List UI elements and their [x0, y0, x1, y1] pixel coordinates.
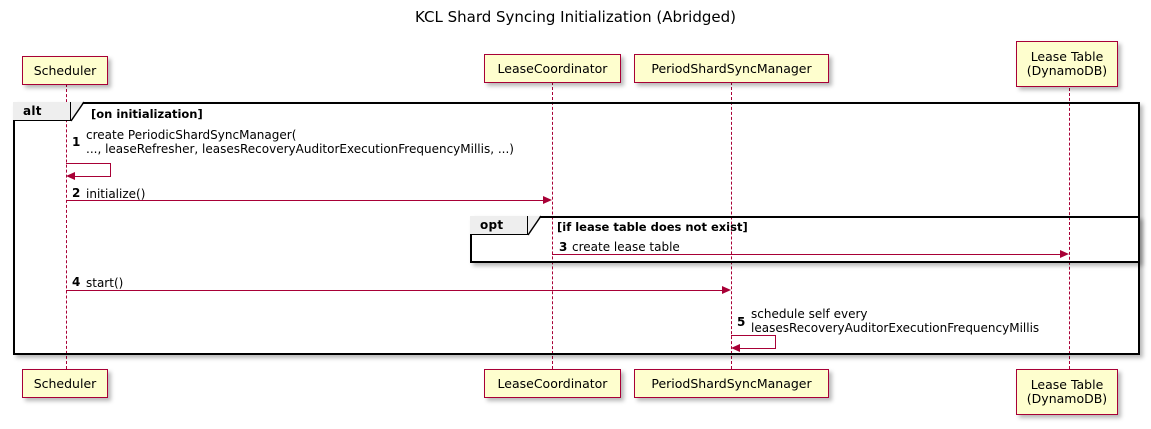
message-1-self-top	[66, 163, 111, 164]
participant-lease-coordinator-top[interactable]: LeaseCoordinator	[484, 54, 621, 83]
fragment-opt-condition: [if lease table does not exist]	[557, 220, 748, 234]
lifeline-psync	[731, 82, 732, 369]
lifeline-lease-coord	[552, 82, 553, 369]
fragment-alt-keyword: alt	[23, 104, 42, 118]
message-1-self-right	[110, 163, 111, 177]
fragment-opt	[470, 216, 1140, 263]
message-5-self-right	[775, 335, 776, 349]
participant-period-shard-sync-manager-bottom[interactable]: PeriodShardSyncManager	[634, 369, 829, 398]
participant-lease-table-bottom[interactable]: Lease Table (DynamoDB)	[1016, 369, 1118, 415]
message-4-line	[66, 290, 725, 291]
fragment-opt-keyword: opt	[480, 218, 504, 232]
participant-lease-table-top[interactable]: Lease Table (DynamoDB)	[1016, 41, 1118, 87]
message-3-text: create lease table	[572, 240, 680, 254]
message-3-arrowhead	[1060, 250, 1069, 258]
message-5-text: schedule self every leasesRecoveryAudito…	[751, 307, 1040, 335]
message-2-number: 2	[72, 186, 81, 200]
participant-period-shard-sync-manager-top[interactable]: PeriodShardSyncManager	[634, 54, 829, 83]
message-3-number: 3	[559, 240, 568, 254]
message-5-arrowhead	[731, 344, 740, 352]
message-2-arrowhead	[543, 196, 552, 204]
message-5-number: 5	[737, 315, 746, 329]
lifeline-lease-table	[1069, 88, 1070, 369]
participant-scheduler-bottom[interactable]: Scheduler	[22, 369, 108, 398]
message-1-self-bottom	[75, 176, 111, 177]
message-5-self-bottom	[740, 348, 776, 349]
message-4-text: start()	[86, 276, 124, 290]
message-2-line	[66, 200, 546, 201]
message-4-number: 4	[72, 275, 81, 289]
message-1-arrowhead	[66, 172, 75, 180]
message-2-text: initialize()	[86, 187, 146, 201]
fragment-alt-condition: [on initialization]	[91, 107, 203, 121]
lifeline-scheduler	[66, 84, 67, 369]
message-3-line	[552, 254, 1061, 255]
message-4-arrowhead	[722, 286, 731, 294]
fragment-alt-tab-diagonal	[70, 101, 85, 122]
participant-lease-coordinator-bottom[interactable]: LeaseCoordinator	[484, 369, 621, 398]
participant-scheduler-top[interactable]: Scheduler	[22, 56, 108, 85]
fragment-opt-keyword-tab: opt	[470, 216, 528, 235]
fragment-opt-tab-diagonal	[527, 215, 542, 236]
fragment-alt-keyword-tab: alt	[13, 102, 71, 121]
message-1-number: 1	[72, 135, 81, 149]
page-title: KCL Shard Syncing Initialization (Abridg…	[415, 8, 736, 26]
message-5-self-top	[731, 335, 776, 336]
message-1-text: create PeriodicShardSyncManager( ..., le…	[86, 128, 514, 156]
